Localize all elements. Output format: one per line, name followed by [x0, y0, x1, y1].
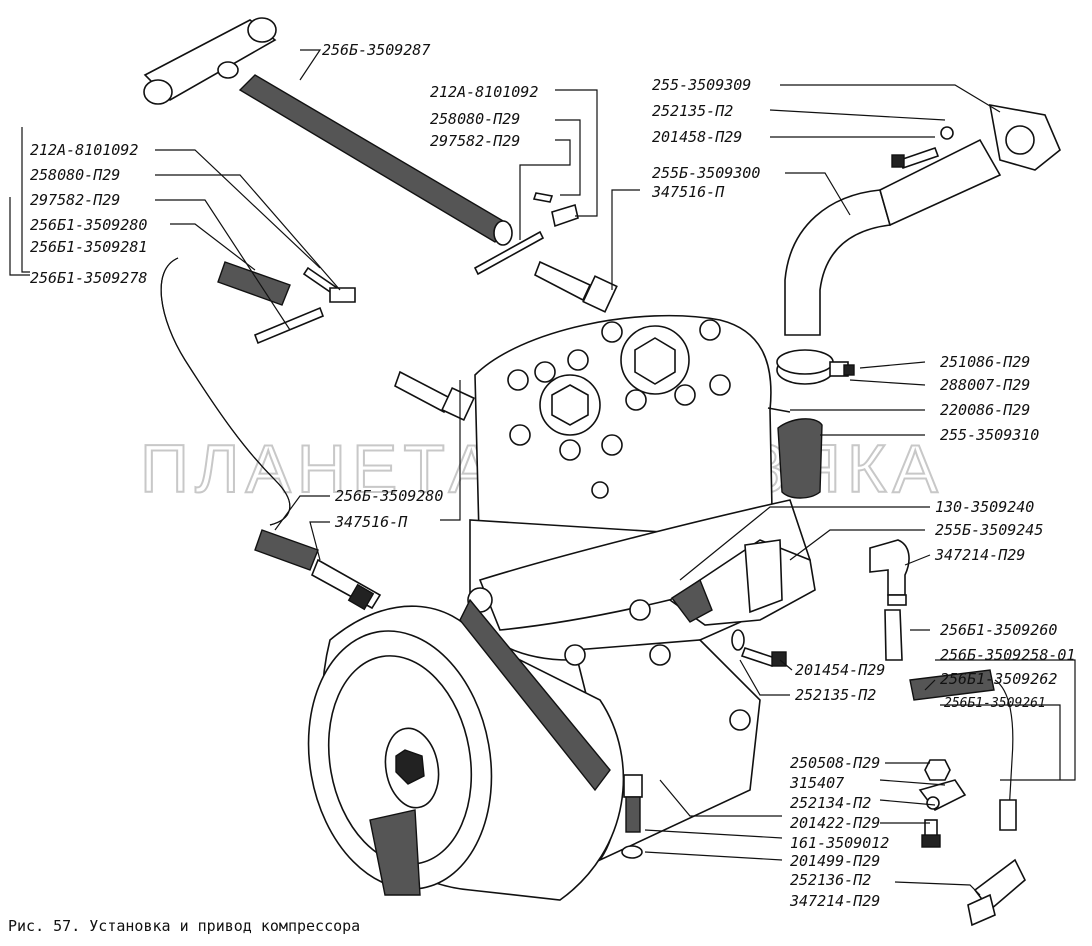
label-252134: 252134-П2 — [790, 794, 871, 812]
fasteners-right — [918, 759, 967, 848]
label-256b1-3509262: 256Б1-3509262 — [940, 670, 1057, 688]
label-201422: 201422-П29 — [790, 814, 880, 832]
elbow-347214-right — [869, 539, 910, 606]
label-212a-8101092-top: 212А-8101092 — [430, 83, 538, 101]
label-256b1-3509280: 256Б1-3509280 — [30, 216, 147, 234]
compressor-body — [467, 314, 812, 862]
label-161-3509012: 161-3509012 — [790, 834, 889, 852]
label-258080-left: 258080-П29 — [30, 166, 120, 184]
bolt-201454 — [731, 629, 787, 668]
leader-lines — [9, 49, 1076, 896]
label-252135-top: 252135-П2 — [652, 102, 733, 120]
label-130-3509240: 130-3509240 — [935, 498, 1034, 516]
label-256b-3509280: 256Б-3509280 — [335, 487, 443, 505]
label-347516-top: 347516-П — [651, 183, 725, 201]
label-250508: 250508-П29 — [790, 754, 880, 772]
label-256b1-3509278: 256Б1-3509278 — [30, 269, 147, 287]
left-hose-assembly — [160, 257, 382, 611]
label-347516-mid: 347516-П — [334, 513, 408, 531]
pulley — [307, 598, 625, 901]
label-201458: 201458-П29 — [652, 128, 742, 146]
bolt-201458 — [891, 126, 954, 170]
label-255-3509309: 255-3509309 — [652, 76, 751, 94]
fitting-left-mid — [394, 370, 476, 422]
t-pipe-fitting — [143, 17, 277, 105]
label-297582-left: 297582-П29 — [30, 191, 120, 209]
label-347214-lower: 347214-П29 — [789, 892, 880, 910]
clamp-288007 — [776, 349, 855, 385]
hose-256b-3509287 — [238, 74, 513, 246]
figure-caption: Рис. 57. Установка и привод компрессора — [8, 917, 360, 935]
label-212a-8101092-left: 212А-8101092 — [30, 141, 138, 159]
pin-and-clamp-left — [253, 266, 356, 345]
hose-255-3509310 — [767, 407, 823, 499]
label-256b1-3509260: 256Б1-3509260 — [940, 621, 1057, 639]
label-220086: 220086-П29 — [940, 401, 1030, 419]
fitting-347516-top — [533, 260, 618, 313]
part-labels: 256Б-3509287 212А-8101092 258080-П29 297… — [30, 41, 1075, 910]
label-251086: 251086-П29 — [940, 353, 1030, 371]
label-252135-lower: 252135-П2 — [795, 686, 876, 704]
label-255b-3509300: 255Б-3509300 — [652, 164, 760, 182]
label-297582-top: 297582-П29 — [430, 132, 520, 150]
label-347214-upper: 347214-П29 — [934, 546, 1025, 564]
bracket-255b-3509245 — [668, 539, 816, 626]
clamp-strap-top — [473, 192, 579, 276]
label-288007: 288007-П29 — [940, 376, 1030, 394]
label-315407: 315407 — [789, 774, 844, 792]
label-201454: 201454-П29 — [795, 661, 885, 679]
label-256b-3509287: 256Б-3509287 — [322, 41, 430, 59]
label-255b-3509245: 255Б-3509245 — [935, 521, 1043, 539]
elbow-hose-255b-3509300 — [784, 104, 1061, 336]
label-252136: 252136-П2 — [790, 871, 871, 889]
label-258080-top: 258080-П29 — [430, 110, 520, 128]
label-256b1-3509281: 256Б1-3509281 — [30, 238, 147, 256]
label-256b1-3509261: 256Б1-3509261 — [944, 696, 1046, 711]
label-201499: 201499-П29 — [790, 852, 880, 870]
label-255-3509310: 255-3509310 — [940, 426, 1039, 444]
right-pipe-assembly — [884, 609, 1026, 927]
label-256b-3509258-01: 256Б-3509258-01 — [940, 646, 1075, 664]
